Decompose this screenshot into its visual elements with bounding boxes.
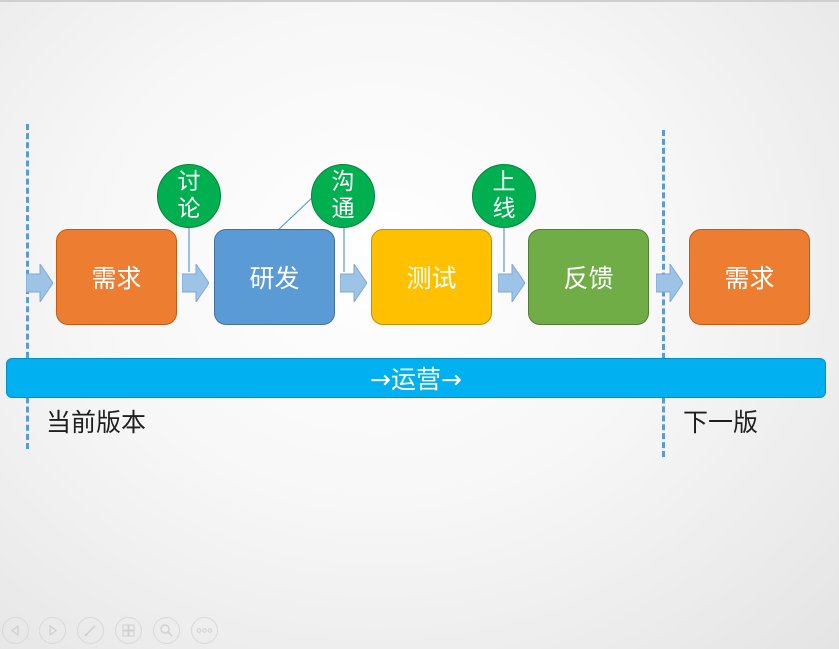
- previous-icon: [10, 624, 19, 637]
- bubble-line: 沟: [331, 169, 355, 195]
- stage-next-requirements: 需求: [689, 229, 810, 325]
- next-slide-button[interactable]: [39, 617, 66, 644]
- stage-development: 研发: [214, 229, 335, 325]
- slides-grid-icon: [122, 624, 135, 637]
- flow-arrow-icon: [26, 264, 53, 302]
- flow-arrow-icon: [182, 264, 209, 302]
- top-border: [0, 0, 839, 2]
- bubble-line: 论: [177, 196, 201, 222]
- flow-arrow-icon: [498, 264, 525, 302]
- more-options-button[interactable]: [191, 617, 218, 644]
- connector-communicate: [275, 196, 314, 233]
- stage-feedback: 反馈: [528, 229, 649, 325]
- stage-label: 测试: [406, 264, 457, 293]
- stage-label: 需求: [91, 264, 142, 293]
- bubble-discuss: 讨 论: [157, 164, 221, 228]
- flow-arrow-icon: [656, 264, 683, 302]
- bubble-line: 上: [492, 169, 516, 195]
- flow-arrow-icon: [340, 264, 367, 302]
- stage-testing: 测试: [371, 229, 492, 325]
- previous-slide-button[interactable]: [2, 617, 29, 644]
- next-icon: [49, 624, 58, 637]
- pen-icon: [84, 625, 96, 637]
- pen-button[interactable]: [77, 617, 104, 644]
- stage-label: 需求: [724, 264, 775, 293]
- next-version-divider: [662, 130, 665, 457]
- zoom-button[interactable]: [153, 617, 180, 644]
- stage-label: 研发: [249, 264, 300, 293]
- bubble-line: 线: [492, 196, 516, 222]
- zoom-icon: [160, 624, 173, 637]
- bubble-line: 通: [331, 196, 355, 222]
- current-version-label: 当前版本: [46, 408, 147, 437]
- next-version-label: 下一版: [683, 408, 759, 437]
- more-icon: [196, 628, 213, 633]
- bubble-launch: 上 线: [472, 164, 536, 228]
- stage-requirements: 需求: [56, 229, 177, 325]
- operations-bar: →运营→: [6, 358, 826, 398]
- operations-label: →运营→: [370, 365, 462, 394]
- bubble-line: 讨: [177, 169, 201, 195]
- bubble-communicate: 沟 通: [311, 164, 375, 228]
- slides-grid-button[interactable]: [115, 617, 142, 644]
- stage-label: 反馈: [563, 264, 614, 293]
